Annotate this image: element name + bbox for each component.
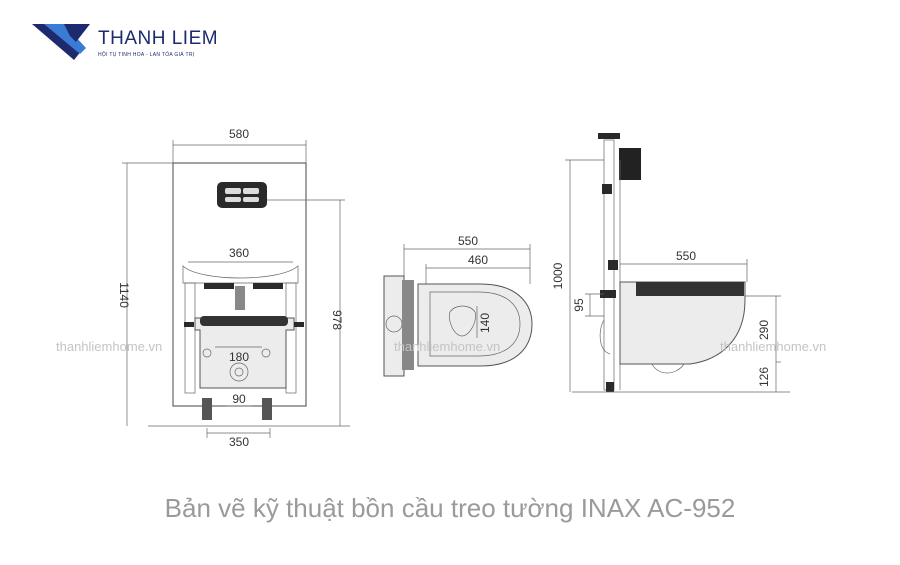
- dim-seat-width: 360: [229, 246, 249, 260]
- dim-front-width: 580: [229, 127, 249, 141]
- brand-tagline: HỘI TỤ TINH HOA - LAN TỎA GIÁ TRỊ: [98, 52, 195, 58]
- top-view: 550 460 140: [383, 234, 533, 377]
- dim-side-frame-height: 1000: [551, 262, 565, 289]
- dim-pipe-spacing: 90: [232, 392, 246, 406]
- side-view: 1000 550 95 290 126: [551, 133, 790, 393]
- dim-top-inner-length: 460: [468, 253, 488, 267]
- front-view: 580 1140 978 360 180 90 350: [117, 127, 350, 449]
- dim-center-holes: 180: [229, 350, 249, 364]
- dim-side-bowl-length: 550: [676, 249, 696, 263]
- dim-side-seat-height: 290: [757, 320, 771, 340]
- dim-front-height-right: 978: [330, 310, 344, 330]
- brand-name: THANH LIEM: [98, 28, 219, 49]
- dim-base-width: 350: [229, 435, 249, 449]
- watermark-right: thanhliemhome.vn: [720, 339, 826, 354]
- watermark-left: thanhliemhome.vn: [56, 339, 162, 354]
- dim-front-height-total: 1140: [117, 282, 131, 308]
- brand-logo-icon: [32, 24, 90, 60]
- dim-top-seat-depth: 140: [478, 313, 492, 333]
- dim-side-inlet-height: 95: [572, 298, 586, 312]
- dim-top-outer-length: 550: [458, 234, 478, 248]
- dim-side-outlet-height: 126: [757, 367, 771, 387]
- drawing-caption: Bản vẽ kỹ thuật bồn cầu treo tường INAX …: [164, 493, 736, 523]
- watermark-middle: thanhliemhome.vn: [394, 339, 500, 354]
